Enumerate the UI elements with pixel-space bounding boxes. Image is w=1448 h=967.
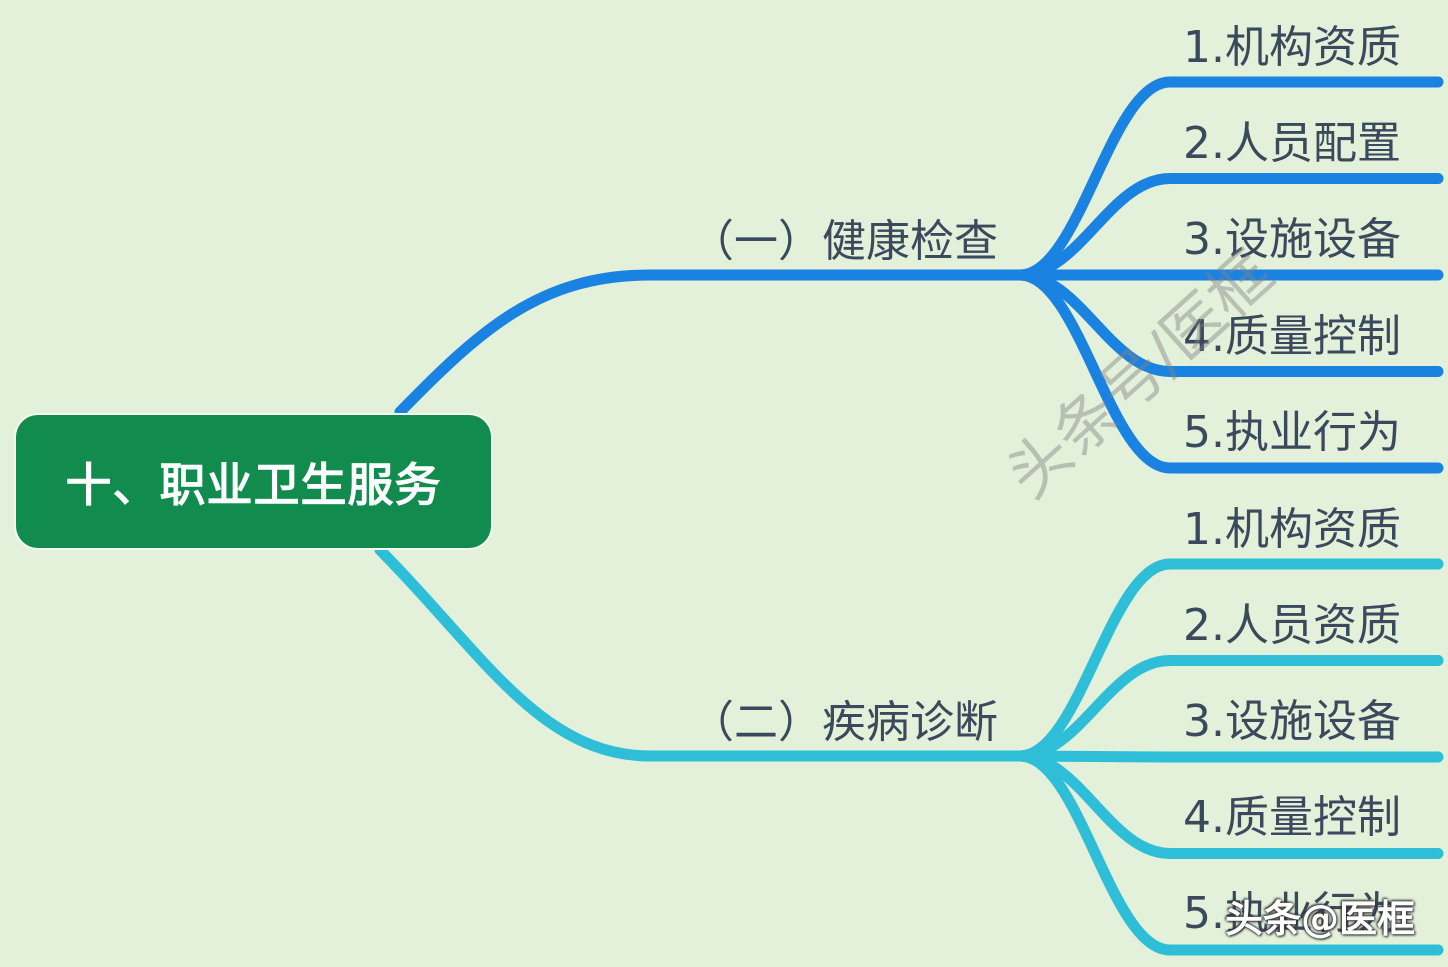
leaf-label[interactable]: 2.人员资质 — [1183, 600, 1401, 651]
root-branch-connector — [374, 544, 1026, 762]
branch-label-health-check[interactable]: （一）健康检查 — [690, 216, 998, 267]
leaf-label[interactable]: 5.执业行为 — [1183, 888, 1401, 939]
leaf-label[interactable]: 1.机构资质 — [1183, 22, 1401, 73]
leaf-label[interactable]: 1.机构资质 — [1183, 504, 1401, 555]
leaf-label[interactable]: 3.设施设备 — [1183, 696, 1401, 747]
branch-leaf-connector — [1014, 750, 1444, 956]
branch-leaf-connector — [1014, 269, 1444, 474]
root-branch-connector — [394, 269, 1026, 418]
root-label: 十、职业卫生服务 — [65, 457, 442, 512]
leaf-label[interactable]: 2.人员配置 — [1183, 118, 1401, 169]
leaf-label[interactable]: 5.执业行为 — [1183, 407, 1401, 458]
brand-watermark: 头条@医框 — [1225, 897, 1416, 941]
root-node[interactable]: 十、职业卫生服务 — [16, 415, 491, 548]
branch-leaf-connector — [1014, 750, 1444, 763]
branch-label-disease-diagnosis[interactable]: （二）疾病诊断 — [690, 697, 998, 748]
leaf-label[interactable]: 4.质量控制 — [1183, 792, 1401, 843]
leaf-label[interactable]: 3.设施设备 — [1183, 214, 1401, 265]
leaf-label[interactable]: 4.质量控制 — [1183, 311, 1401, 362]
